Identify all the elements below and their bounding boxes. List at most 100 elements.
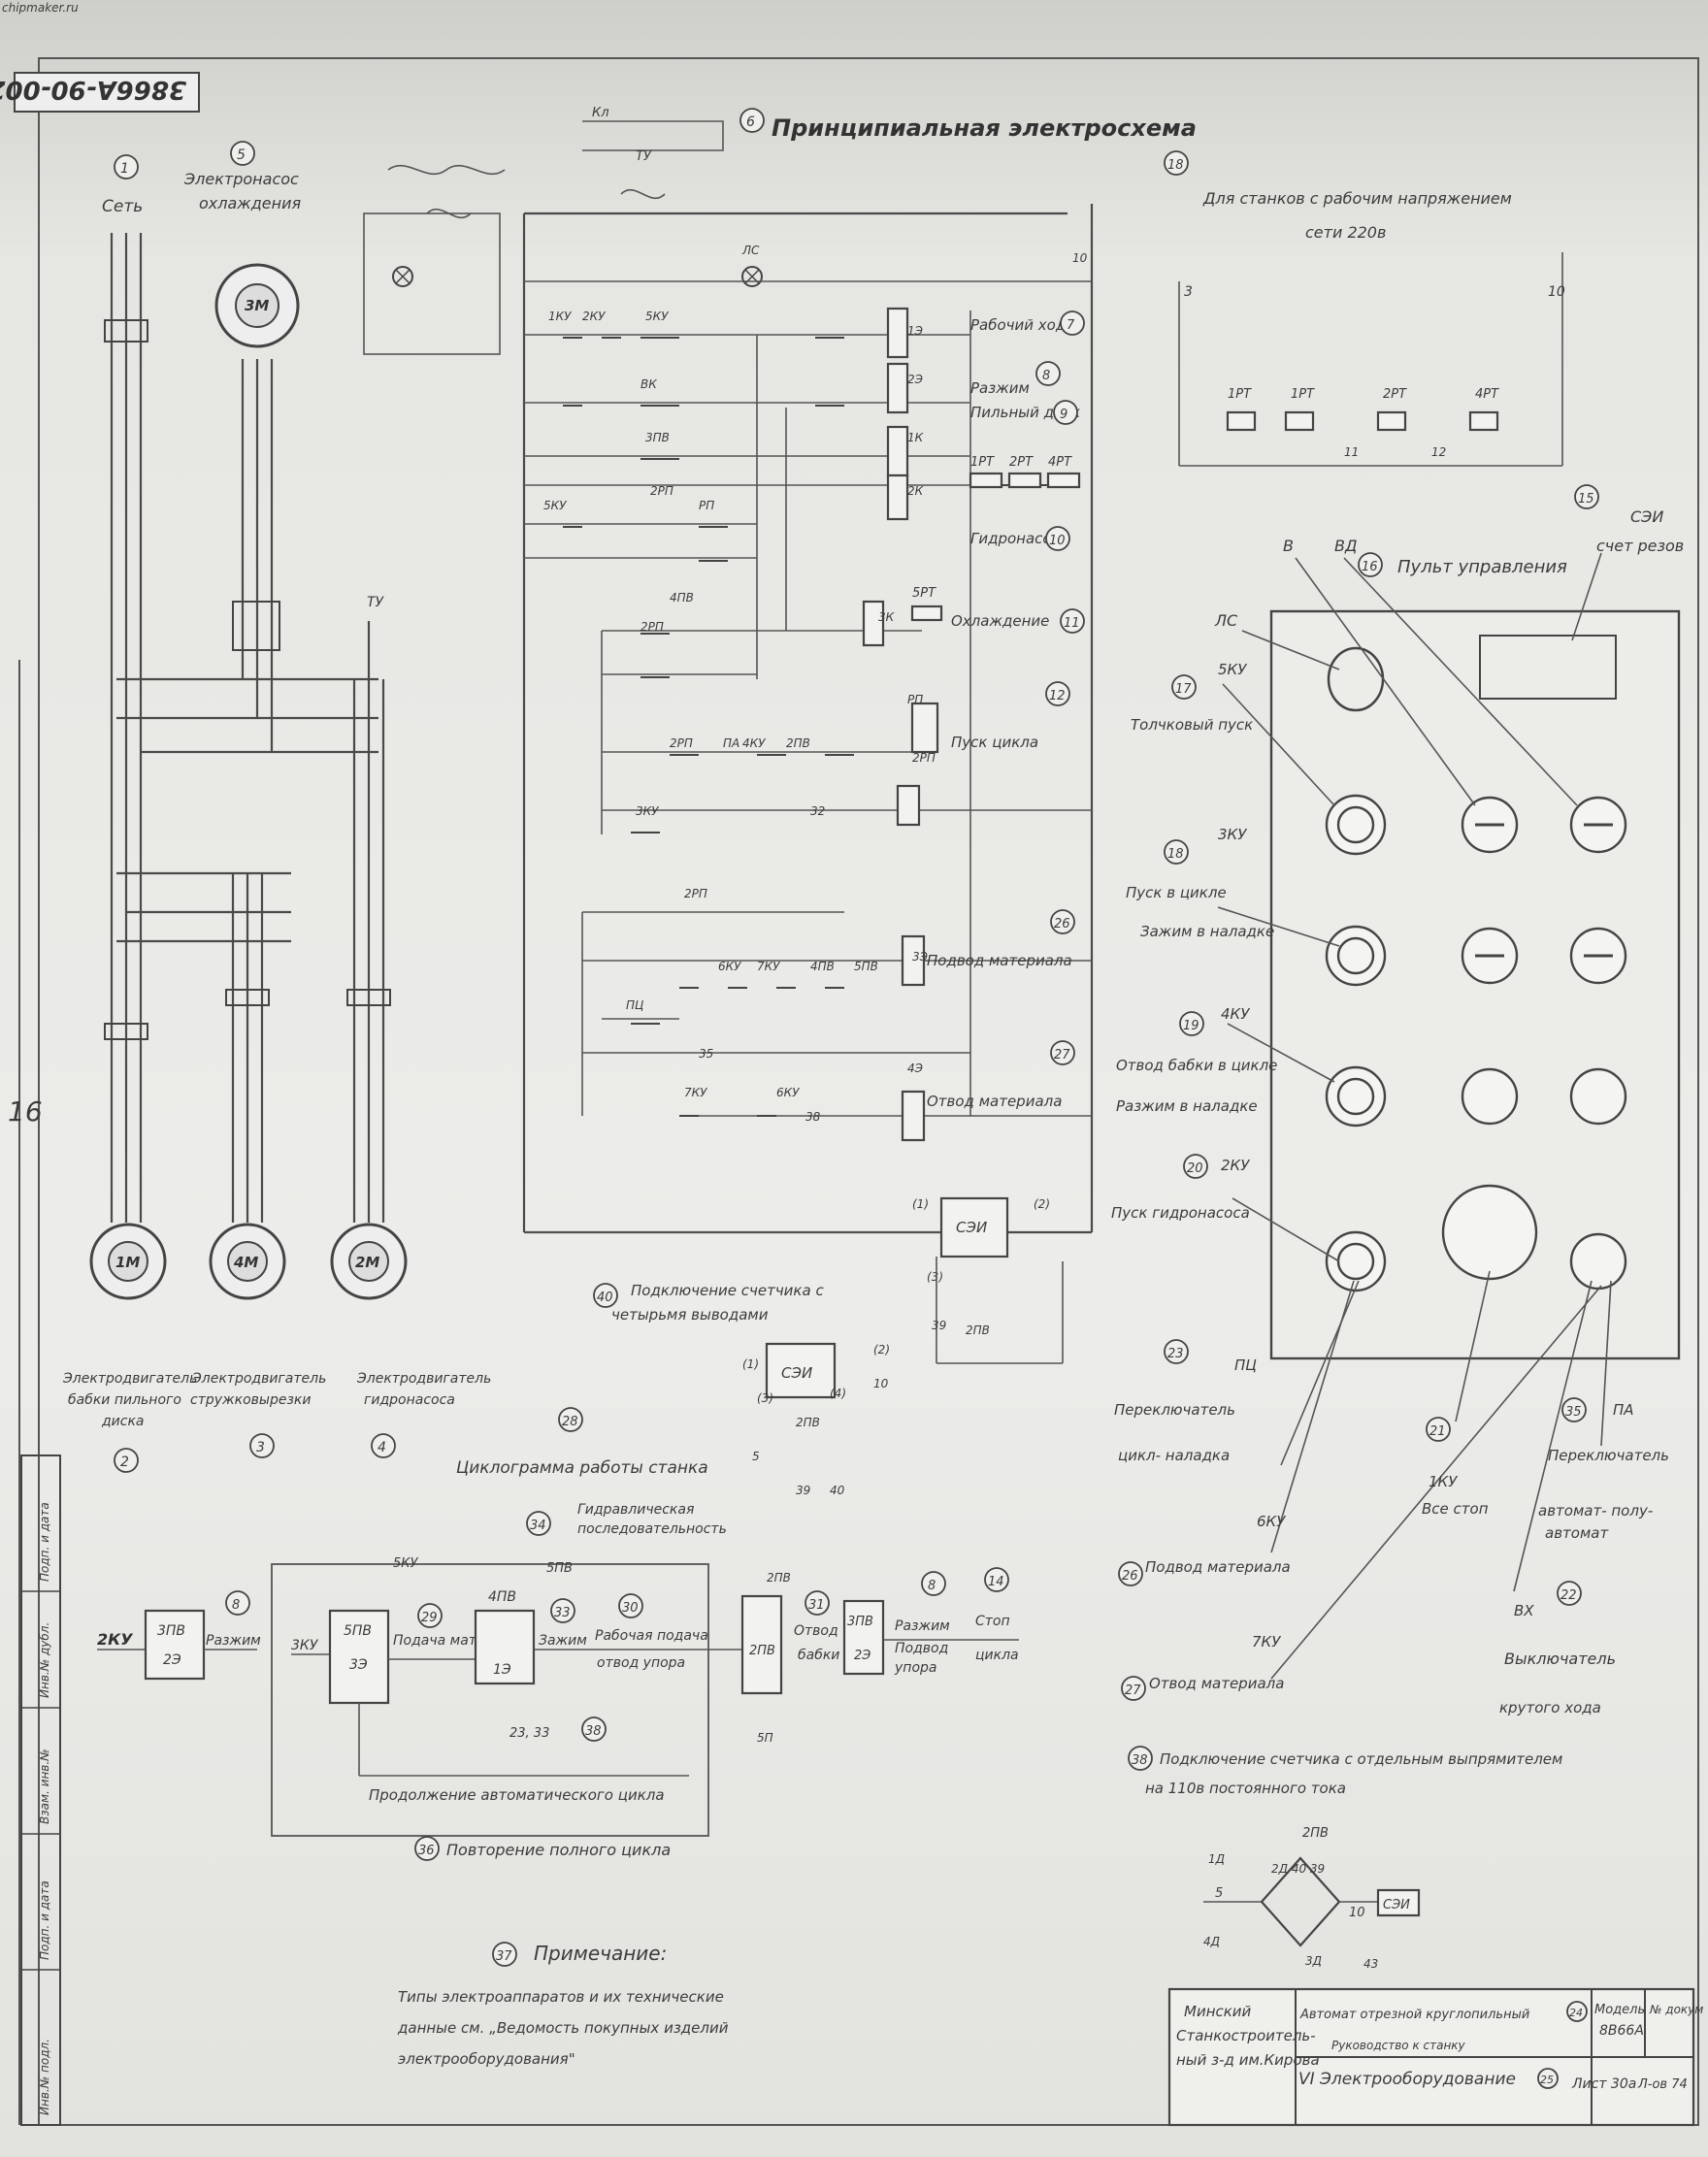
svg-text:РП: РП (699, 499, 714, 512)
svg-text:11: 11 (1344, 445, 1359, 459)
svg-text:10: 10 (1072, 251, 1088, 265)
panel-labels: 17 5КУ Толчковый пуск 18 3КУ Пуск в цикл… (1111, 661, 1277, 1222)
svg-text:26: 26 (1054, 917, 1070, 931)
svg-text:Отвод бабки в цикле: Отвод бабки в цикле (1116, 1057, 1277, 1074)
svg-text:10: 10 (873, 1377, 889, 1390)
svg-text:Инв.№ дубл.: Инв.№ дубл. (38, 1622, 51, 1698)
svg-text:25: 25 (1540, 2074, 1554, 2086)
stamp-code-box: 3866A-90-002A (0, 72, 200, 113)
svg-text:ТУ: ТУ (367, 595, 385, 610)
svg-text:Гидравлическая: Гидравлическая (577, 1502, 694, 1518)
svg-text:диска: диска (101, 1414, 145, 1429)
svg-text:Повторение полного цикла: Повторение полного цикла (446, 1841, 671, 1859)
svg-text:цикла: цикла (975, 1648, 1019, 1663)
svg-text:Рабочая подача: Рабочая подача (595, 1628, 708, 1644)
svg-text:Рабочий ход: Рабочий ход (970, 316, 1066, 334)
svg-text:Пуск цикла: Пуск цикла (951, 734, 1038, 751)
svg-text:1К: 1К (907, 431, 924, 444)
svg-text:Типы электроаппаратов и их тех: Типы электроаппаратов и их технические (398, 1988, 724, 2006)
svg-text:гидронасоса: гидронасоса (364, 1392, 455, 1408)
svg-text:Подп. и дата: Подп. и дата (38, 1880, 51, 1960)
svg-text:автомат- полу-: автомат- полу- (1538, 1502, 1653, 1520)
svg-text:5: 5 (752, 1450, 760, 1463)
svg-text:Разжим в наладке: Разжим в наладке (1116, 1097, 1258, 1115)
network-220-variant: 18 Для станков с рабочим напряжением сет… (1164, 150, 1565, 467)
svg-text:ный з-д им.Кирова: ный з-д им.Кирова (1176, 2051, 1320, 2069)
stamp-code: 3866A-90-002A (0, 75, 186, 104)
svg-text:16: 16 (1362, 560, 1378, 574)
svg-text:3КУ: 3КУ (1218, 826, 1247, 843)
svg-text:12: 12 (1431, 445, 1446, 459)
svg-text:Зажим: Зажим (539, 1633, 587, 1649)
svg-text:(1): (1) (912, 1197, 929, 1211)
svg-text:крутого хода: крутого хода (1499, 1699, 1601, 1716)
svg-text:4ПВ: 4ПВ (810, 960, 835, 973)
svg-text:3ПВ: 3ПВ (157, 1623, 185, 1639)
svg-text:(3): (3) (927, 1270, 943, 1284)
svg-text:Отвод материала: Отвод материала (927, 1093, 1062, 1110)
svg-text:Станкостроитель-: Станкостроитель- (1176, 2027, 1316, 2044)
svg-text:Подвод: Подвод (895, 1641, 948, 1656)
svg-text:38: 38 (1132, 1753, 1148, 1768)
svg-text:35: 35 (699, 1047, 713, 1061)
motor-2m: 2M Электродвигатель гидронасоса 4 (330, 1223, 491, 1458)
svg-text:СЭИ: СЭИ (1630, 507, 1663, 526)
svg-text:23, 33: 23, 33 (509, 1726, 549, 1741)
svg-text:5: 5 (1215, 1886, 1223, 1901)
svg-text:2РП: 2РП (670, 736, 693, 750)
svg-text:цикл- наладка: цикл- наладка (1118, 1447, 1230, 1464)
svg-text:ЛС: ЛС (1214, 611, 1238, 630)
svg-text:2РП: 2РП (684, 887, 707, 900)
svg-text:Электродвигатель: Электродвигатель (62, 1371, 197, 1387)
svg-text:2ПВ: 2ПВ (767, 1571, 791, 1585)
svg-text:2ПВ: 2ПВ (796, 1416, 820, 1429)
svg-text:11: 11 (1064, 616, 1080, 631)
svg-text:4РТ: 4РТ (1475, 387, 1499, 402)
svg-text:1КУ: 1КУ (1429, 1473, 1458, 1490)
rectifier-counter: 38 Подключение счетчика с отдельным выпр… (1128, 1746, 1562, 1971)
svg-text:ПЦ: ПЦ (626, 998, 643, 1012)
svg-text:15: 15 (1578, 492, 1594, 507)
svg-text:2ПВ: 2ПВ (1302, 1826, 1329, 1841)
svg-text:26: 26 (1122, 1569, 1138, 1584)
svg-text:8B66A: 8B66A (1599, 2023, 1644, 2039)
svg-text:7КУ: 7КУ (684, 1086, 707, 1099)
svg-text:Охлаждение: Охлаждение (951, 612, 1049, 630)
svg-text:1: 1 (120, 161, 129, 177)
svg-text:СЭИ: СЭИ (781, 1364, 812, 1382)
svg-text:Примечание:: Примечание: (534, 1942, 667, 1965)
svg-text:5ПВ: 5ПВ (344, 1623, 372, 1639)
svg-text:бабки пильного: бабки пильного (68, 1392, 181, 1408)
svg-text:17: 17 (1175, 682, 1192, 697)
svg-text:Для станков с рабочим напряжен: Для станков с рабочим напряжением (1202, 189, 1512, 208)
svg-text:4КУ: 4КУ (742, 736, 766, 750)
svg-text:стружковырезки: стружковырезки (190, 1392, 311, 1408)
svg-text:2ПВ: 2ПВ (966, 1324, 990, 1337)
svg-text:Подключение счетчика с: Подключение счетчика с (631, 1282, 824, 1299)
svg-text:на 110в постоянного тока: на 110в постоянного тока (1145, 1780, 1346, 1797)
svg-text:39: 39 (796, 1484, 810, 1497)
svg-text:35: 35 (1565, 1405, 1582, 1420)
svg-text:4КУ: 4КУ (1221, 1005, 1250, 1023)
svg-text:отвод упора: отвод упора (597, 1655, 685, 1671)
svg-text:31: 31 (808, 1598, 825, 1613)
svg-text:Инв.№ подл.: Инв.№ подл. (38, 2039, 51, 2115)
svg-text:3Д: 3Д (1305, 1954, 1322, 1968)
svg-text:В: В (1283, 537, 1294, 555)
svg-text:Модель: Модель (1594, 2003, 1645, 2017)
svg-text:Электронасос: Электронасос (183, 170, 299, 188)
svg-text:4: 4 (378, 1440, 386, 1455)
svg-text:упора: упора (894, 1660, 936, 1676)
svg-text:27: 27 (1054, 1048, 1070, 1062)
svg-text:2Э: 2Э (854, 1649, 870, 1663)
svg-text:3КУ: 3КУ (291, 1638, 319, 1653)
svg-text:2РТ: 2РТ (1009, 455, 1034, 470)
svg-text:автомат: автомат (1545, 1524, 1609, 1542)
panel-bottom-labels: 23 ПЦ Переключатель цикл- наладка 21 1КУ… (1114, 1339, 1669, 1716)
svg-text:7КУ: 7КУ (757, 960, 780, 973)
svg-text:1РТ: 1РТ (1291, 387, 1315, 402)
svg-text:1Э: 1Э (493, 1662, 511, 1678)
svg-text:33: 33 (554, 1606, 571, 1620)
svg-text:5: 5 (237, 147, 246, 163)
svg-text:12: 12 (1049, 689, 1066, 703)
